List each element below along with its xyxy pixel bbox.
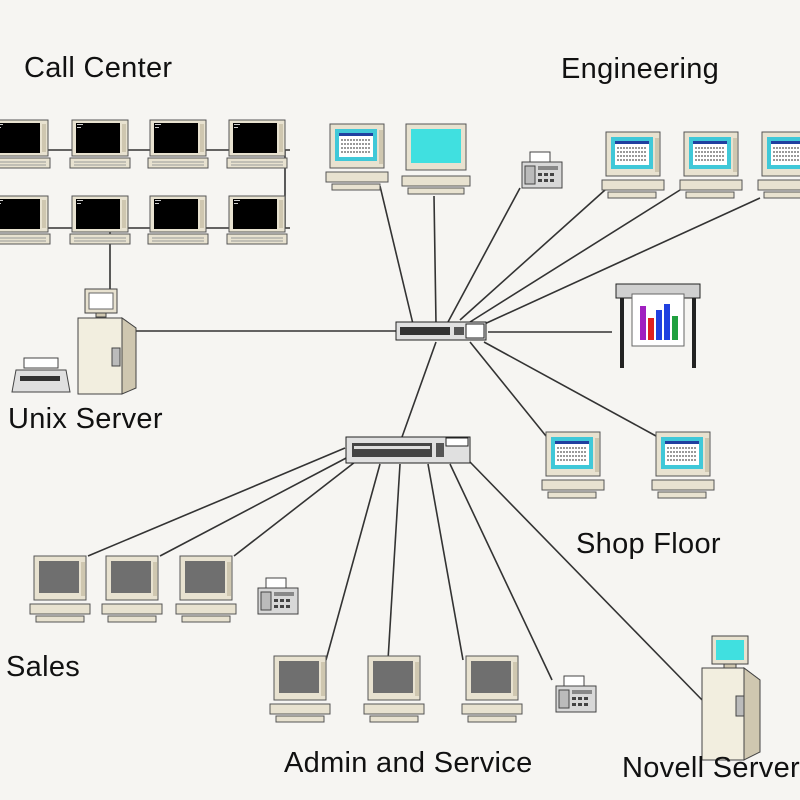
novell-server-label: Novell Server — [622, 752, 800, 784]
admin-service-workstations — [269, 655, 597, 723]
monitor-dark-icon — [147, 119, 209, 169]
engineering-workstations — [325, 123, 800, 199]
monitor-dark-icon — [69, 119, 131, 169]
monitor-dark-icon — [226, 195, 288, 245]
engineering-label: Engineering — [561, 53, 720, 85]
monitor-dark-icon — [147, 195, 209, 245]
monitor-app-icon — [325, 123, 389, 191]
plotter-icon — [615, 283, 701, 368]
fax-icon — [555, 675, 597, 713]
tower-server-icon — [701, 635, 761, 761]
network-switch-icon — [395, 321, 487, 341]
monitor-gray-icon — [29, 555, 91, 623]
network-switch-icon — [345, 436, 471, 464]
sales-label: Sales — [6, 651, 81, 683]
call-center-label: Call Center — [24, 52, 173, 84]
fax-icon — [257, 577, 299, 615]
fax-icon — [521, 151, 563, 189]
monitor-gray-icon — [101, 555, 163, 623]
connection-lines — [0, 149, 761, 705]
admin-service-label: Admin and Service — [284, 747, 533, 779]
tower-server-icon — [77, 288, 137, 395]
monitor-cyan-icon — [401, 123, 471, 195]
printer-icon — [11, 357, 71, 393]
monitor-app-icon — [601, 131, 665, 199]
shop-floor-label: Shop Floor — [576, 528, 721, 560]
monitor-dark-icon — [226, 119, 288, 169]
monitor-gray-icon — [175, 555, 237, 623]
monitor-app-icon — [651, 431, 715, 499]
shop-floor-workstations — [541, 431, 715, 499]
monitor-app-icon — [679, 131, 743, 199]
call-center-workstations — [0, 119, 288, 245]
monitor-dark-icon — [0, 119, 51, 169]
monitor-app-icon — [541, 431, 605, 499]
monitor-dark-icon — [0, 195, 51, 245]
monitor-gray-icon — [461, 655, 523, 723]
sales-workstations — [29, 555, 299, 623]
monitor-gray-icon — [363, 655, 425, 723]
unix-server-label: Unix Server — [8, 403, 163, 435]
monitor-dark-icon — [69, 195, 131, 245]
monitor-app-icon — [757, 131, 800, 199]
monitor-gray-icon — [269, 655, 331, 723]
